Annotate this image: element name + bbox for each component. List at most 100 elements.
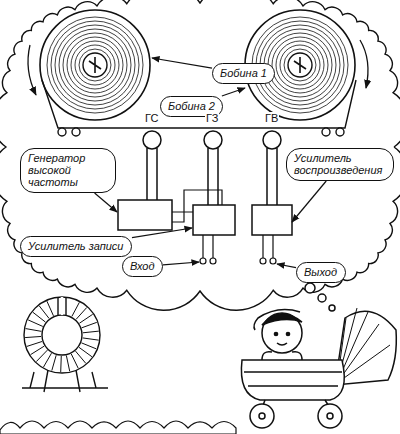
coil-turn: [25, 336, 41, 337]
generator-block: [118, 200, 172, 230]
rotation-arrow: [360, 40, 368, 88]
thought-dot: [305, 283, 315, 293]
wheel: [318, 404, 342, 428]
thought-cloud: [0, 0, 400, 310]
core-outer: [24, 297, 100, 373]
coil-turn: [71, 354, 78, 368]
wiring: [172, 190, 276, 264]
output-leads: [263, 235, 273, 258]
coil-turn: [27, 341, 42, 346]
bushes: [0, 421, 236, 434]
guide-roller: [58, 128, 66, 136]
callout-text: Усилитель записи: [28, 240, 124, 252]
tape-line: [42, 80, 356, 128]
eye: [286, 332, 289, 335]
tape-turn: [284, 49, 316, 81]
tape-turn: [272, 37, 328, 93]
magnetic-head-illustration: [22, 297, 108, 392]
coil-leads: [44, 370, 80, 392]
callout-text: Бобина 2: [168, 100, 215, 112]
coil-turn: [81, 343, 96, 349]
record-amplifier-block: [193, 205, 235, 235]
reel-hub: [83, 53, 107, 77]
tape-turn: [79, 49, 111, 81]
coil-turn: [60, 356, 62, 372]
head-label: ГЗ: [205, 112, 219, 124]
callout-bubble: Выход: [296, 262, 346, 283]
callout-text: Вход: [130, 260, 155, 272]
callout-tail: [152, 58, 212, 68]
bias-wire: [172, 190, 222, 222]
callout-text: Бобина 1: [220, 67, 267, 79]
coil-turn: [44, 353, 52, 367]
head-label: ГВ: [264, 112, 279, 124]
terminal: [210, 258, 216, 264]
coil-turn: [75, 351, 85, 363]
record-head: [204, 131, 222, 149]
reels: [28, 10, 368, 120]
reel-hub: [288, 53, 312, 77]
tape-turn: [51, 21, 139, 109]
callout-text: Усилитель воспроизведения: [294, 152, 386, 176]
tape-turn: [264, 29, 336, 101]
coil-turn: [79, 347, 92, 356]
tape-turn: [67, 37, 123, 93]
tape-turn: [75, 45, 115, 85]
callout-bubble: Усилитель воспроизведения: [286, 148, 394, 181]
coil-turn: [33, 312, 46, 322]
eye: [274, 332, 277, 335]
mouth: [277, 343, 287, 345]
core-inner: [42, 315, 82, 355]
cloud-outline: [0, 0, 400, 310]
coil-turn: [39, 306, 49, 319]
coil-turn: [31, 346, 45, 354]
callout-tail: [277, 264, 296, 268]
head-leads: [208, 148, 218, 205]
callout-text: Генератор высокой частоты: [28, 152, 108, 188]
wheel-hub: [327, 413, 333, 419]
tape-turn: [55, 25, 135, 105]
wheel-hub: [259, 413, 265, 419]
tape-turn: [260, 25, 340, 105]
stroller-illustration: [241, 283, 396, 428]
tape-turn: [63, 33, 127, 97]
cap-brim: [262, 314, 302, 325]
coil-turn: [83, 331, 99, 333]
callout-tail: [292, 181, 326, 222]
guide-roller: [336, 128, 344, 136]
tape-turn: [71, 41, 119, 89]
hub-mark: [294, 57, 306, 73]
coil-turn: [36, 350, 47, 362]
coil-turn: [52, 355, 56, 370]
head-label: ГС: [144, 112, 159, 124]
playback-head: [263, 131, 281, 149]
heads: [143, 131, 281, 205]
coil-turn: [76, 308, 87, 320]
tape-turn: [59, 29, 131, 101]
callout-bubble: Вход: [122, 256, 163, 277]
boy-head: [262, 313, 302, 353]
axle: [262, 400, 330, 408]
coil-turn: [72, 302, 80, 316]
coil-turn: [66, 356, 69, 372]
thought-dot: [329, 305, 335, 311]
terminal: [260, 258, 266, 264]
core-gap-edges: [58, 297, 66, 315]
callout-tail: [95, 193, 117, 212]
hood-ribs: [337, 308, 390, 383]
boy-hands: [262, 352, 302, 360]
coil-turn: [28, 320, 43, 327]
callout-tail: [132, 228, 192, 238]
head-leads: [147, 148, 157, 200]
stroller-body: [241, 360, 344, 400]
input-leads: [203, 235, 213, 258]
callout-tail: [222, 88, 245, 96]
rotation-arrow: [28, 45, 36, 95]
tape-turn: [47, 17, 143, 113]
playback-amplifier-block: [252, 205, 292, 235]
terminal: [200, 258, 206, 264]
tape-winding: [47, 17, 143, 113]
coil-turn: [83, 338, 99, 340]
